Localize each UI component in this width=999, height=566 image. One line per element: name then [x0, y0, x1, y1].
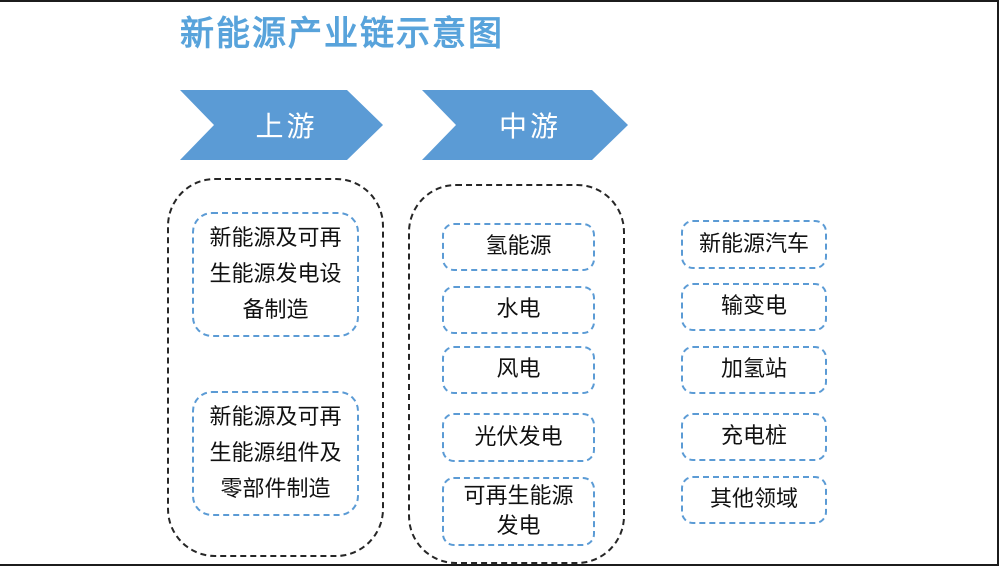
node-hydrogen-energy: 氢能源 [442, 223, 595, 271]
midstream-group-outline: 氢能源 水电 风电 光伏发电 可再生能源发电 [408, 184, 625, 564]
stage-arrow-midstream: 中游 [422, 90, 628, 160]
stage-arrow-upstream-label: 上游 [255, 111, 318, 142]
node-new-energy-vehicles: 新能源汽车 [681, 220, 827, 269]
node-photovoltaic-power: 光伏发电 [442, 413, 595, 462]
stage-arrow-upstream: 上游 [180, 90, 383, 160]
node-renewable-power-generation: 可再生能源发电 [442, 477, 595, 546]
node-wind-power: 风电 [442, 346, 595, 394]
stage-arrow-midstream-label: 中游 [498, 111, 561, 142]
node-hydropower: 水电 [442, 286, 595, 334]
page-title: 新能源产业链示意图 [180, 15, 504, 53]
node-charging-pile: 充电桩 [681, 413, 827, 461]
node-power-transmission: 输变电 [681, 283, 827, 331]
node-other-fields: 其他领域 [681, 476, 827, 524]
node-hydrogen-refueling-station: 加氢站 [681, 346, 827, 394]
node-power-generation-equipment-manufacturing: 新能源及可再生能源发电设备制造 [192, 212, 359, 337]
upstream-group-outline: 新能源及可再生能源发电设备制造 新能源及可再生能源组件及零部件制造 [167, 178, 384, 557]
node-components-and-parts-manufacturing: 新能源及可再生能源组件及零部件制造 [192, 391, 359, 516]
